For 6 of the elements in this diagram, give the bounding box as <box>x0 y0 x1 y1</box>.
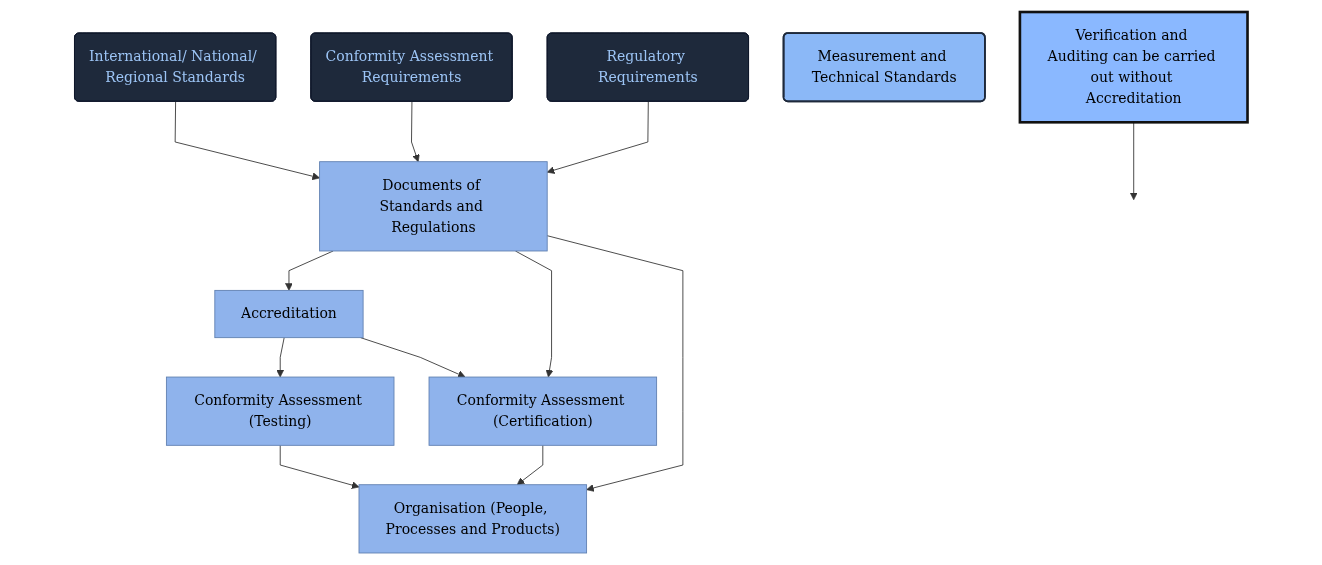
node-box: Conformity Assessment (Certification) <box>428 376 658 446</box>
node-box: Organisation (People, Processes and Products) <box>358 484 588 554</box>
node-box: Documents of Standards and Regulations <box>319 161 548 252</box>
node-box: Conformity Assessment (Testing) <box>165 376 395 446</box>
node-box: Accreditation <box>214 289 364 339</box>
node-box: Verification and Auditing can be carried out without Accreditation <box>1018 10 1249 124</box>
